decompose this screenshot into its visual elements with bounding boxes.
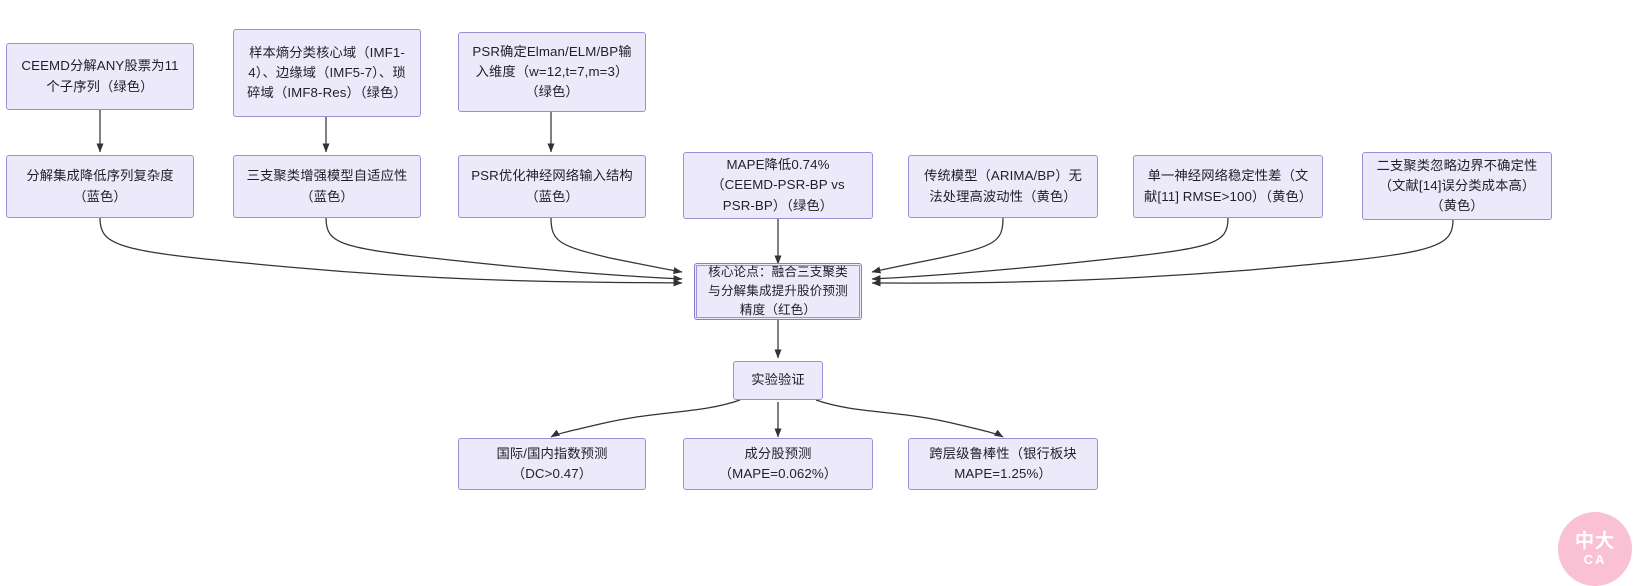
node-decomposition-claim[interactable]: 分解集成降低序列复杂度（蓝色） [6, 155, 194, 218]
node-two-way-clustering-gap[interactable]: 二支聚类忽略边界不确定性（文献[14]误分类成本高）（黄色） [1362, 152, 1552, 220]
edge-singlenn-to-core [871, 217, 1229, 283]
node-psr-dimension[interactable]: PSR确定Elman/ELM/BP输入维度（w=12,t=7,m=3）（绿色） [458, 32, 646, 112]
node-cross-level-robustness-result-label: 跨层级鲁棒性（银行板块MAPE=1.25%） [929, 445, 1077, 481]
node-traditional-model-gap[interactable]: 传统模型（ARIMA/BP）无法处理高波动性（黄色） [908, 155, 1098, 218]
node-traditional-model-gap-label: 传统模型（ARIMA/BP）无法处理高波动性（黄色） [923, 168, 1083, 204]
node-mape-evidence-label: MAPE降低0.74%（CEEMD-PSR-BP vs PSR-BP）（绿色） [711, 157, 845, 213]
node-single-network-gap-label: 单一神经网络稳定性差（文献[11] RMSE>100）（黄色） [1144, 168, 1313, 204]
node-ceemd[interactable]: CEEMD分解ANY股票为11个子序列（绿色） [6, 43, 194, 110]
node-constituent-stock-result-label: 成分股预测（MAPE=0.062%） [718, 445, 838, 481]
node-ceemd-label: CEEMD分解ANY股票为11个子序列（绿色） [21, 58, 179, 94]
node-index-prediction-result-label: 国际/国内指数预测（DC>0.47） [496, 445, 608, 481]
watermark-line1: 中大 [1574, 531, 1615, 552]
flowchart-canvas: CEEMD分解ANY股票为11个子序列（绿色） 样本熵分类核心域（IMF1-4）… [6, 29, 1632, 586]
node-psr-dimension-label: PSR确定Elman/ELM/BP输入维度（w=12,t=7,m=3）（绿色） [472, 43, 632, 100]
edge-threeway-to-core [325, 217, 683, 283]
node-mape-evidence[interactable]: MAPE降低0.74%（CEEMD-PSR-BP vs PSR-BP）（绿色） [683, 152, 873, 219]
node-experiment-validation-label: 实验验证 [751, 372, 805, 388]
edge-experiment-to-robust [815, 399, 1004, 438]
edge-experiment-to-index [550, 399, 741, 438]
node-decomposition-claim-label: 分解集成降低序列复杂度（蓝色） [26, 168, 174, 204]
node-two-way-clustering-gap-label: 二支聚类忽略边界不确定性（文献[14]误分类成本高）（黄色） [1376, 157, 1538, 214]
watermark-line2: CA [1583, 552, 1607, 567]
node-psr-optimization-claim-label: PSR优化神经网络输入结构（蓝色） [471, 168, 633, 204]
node-three-way-clustering-claim-label: 三支聚类增强模型自适应性（蓝色） [246, 168, 408, 204]
node-constituent-stock-result[interactable]: 成分股预测（MAPE=0.062%） [683, 438, 873, 490]
edge-psropt-to-core [550, 217, 683, 275]
node-single-network-gap[interactable]: 单一神经网络稳定性差（文献[11] RMSE>100）（黄色） [1133, 155, 1323, 218]
node-sample-entropy[interactable]: 样本熵分类核心域（IMF1-4）、边缘域（IMF5-7）、琐碎域（IMF8-Re… [233, 29, 421, 117]
node-psr-optimization-claim[interactable]: PSR优化神经网络输入结构（蓝色） [458, 155, 646, 218]
node-core-claim[interactable]: 核心论点：融合三支聚类与分解集成提升股价预测精度（红色） [694, 263, 862, 320]
node-index-prediction-result[interactable]: 国际/国内指数预测（DC>0.47） [458, 438, 646, 490]
node-core-claim-label: 核心论点：融合三支聚类与分解集成提升股价预测精度（红色） [708, 264, 848, 318]
edge-decomp-to-core [99, 217, 683, 287]
watermark-badge: 中大 CA [1558, 512, 1632, 586]
edge-arima-to-core [871, 217, 1004, 274]
edge-twoway-to-core [871, 219, 1454, 287]
node-cross-level-robustness-result[interactable]: 跨层级鲁棒性（银行板块MAPE=1.25%） [908, 438, 1098, 490]
node-three-way-clustering-claim[interactable]: 三支聚类增强模型自适应性（蓝色） [233, 155, 421, 218]
node-sample-entropy-label: 样本熵分类核心域（IMF1-4）、边缘域（IMF5-7）、琐碎域（IMF8-Re… [247, 44, 407, 101]
node-experiment-validation[interactable]: 实验验证 [733, 361, 823, 400]
